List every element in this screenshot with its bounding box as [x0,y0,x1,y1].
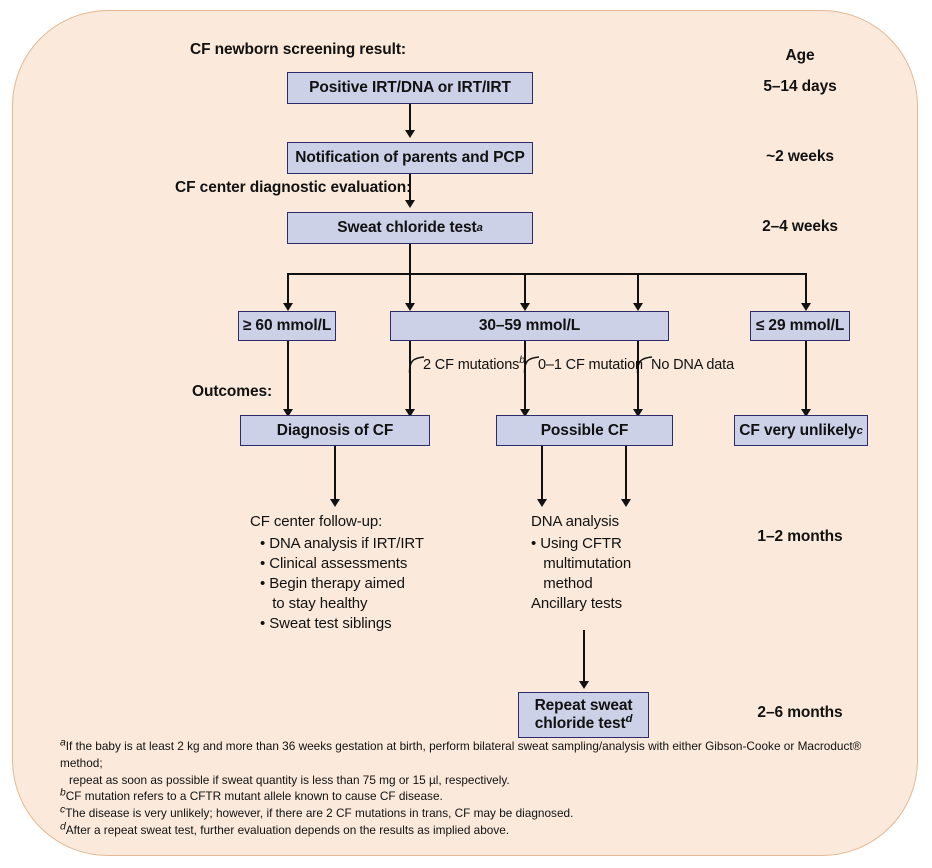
connector-possible-to-dna-right [625,446,627,503]
label-hook-nodna [636,356,653,374]
branch-label-no-dna-data: No DNA data [651,357,734,373]
connector-2mut-to-diagnosis [409,341,411,417]
followup-right-header: DNA analysis [531,513,620,530]
followup-left-item-2: • Clinical assessments [260,555,408,572]
box-possible-cf[interactable]: Possible CF [496,415,673,446]
box-diagnosis-of-cf[interactable]: Diagnosis of CF [240,415,430,446]
footnote-b-text: CF mutation refers to a CFTR mutant alle… [65,789,443,804]
arrowhead-notification-to-sweat [404,200,415,208]
box-repeat-sweat-chloride-test[interactable]: Repeat sweat chloride testd [518,692,649,738]
footnotes-block: aIf the baby is at least 2 kg and more t… [60,738,900,839]
arrowhead-dna-to-repeat-sweat [578,681,589,689]
followup-left-item-3-cont: to stay healthy [260,595,368,612]
branch-label-2-cf-mutations: 2 CF mutationsb [423,355,525,373]
arrowhead-branch-1 [282,303,293,311]
connector-ge60-to-diagnosis [287,341,289,417]
footnote-d-marker: d [60,821,66,833]
arrowhead-nodna-to-possible [632,409,643,417]
box-ge-60[interactable]: ≥ 60 mmol/L [238,311,336,341]
followup-left-header: CF center follow-up: [250,513,383,530]
connector-dna-to-repeat-sweat [583,630,585,685]
arrowhead-branch-2 [404,303,415,311]
branch-drop-1 [287,273,289,305]
arrowhead-possible-to-dna-left [536,499,547,507]
followup-left-item-1: • DNA analysis if IRT/IRT [260,535,424,552]
connector-nodna-to-possible [637,341,639,417]
footnote-c-text: The disease is very unlikely; however, i… [65,806,574,820]
footnote-d-text: After a repeat sweat test, further evalu… [65,822,510,837]
branch-drop-3 [524,273,526,305]
arrowhead-branch-5 [800,303,811,311]
footnote-a-continuation: repeat as soon as possible if sweat quan… [69,772,510,787]
followup-right-item-2: Ancillary tests [531,595,623,612]
box-repeat-sweat-line-2-text: chloride test [534,715,626,732]
arrowhead-possible-to-dna-right [620,499,631,507]
followup-right-item-1-cont2: method [531,575,593,592]
age-value-4: 1–2 months [757,528,843,545]
connector-diagnosis-to-followup [334,446,336,503]
footnote-b-marker: b [60,787,66,799]
box-30-59[interactable]: 30–59 mmol/L [390,311,669,341]
connector-01mut-to-possible [524,341,526,417]
arrowhead-01mut-to-possible [519,409,530,417]
footnote-c-marker: c [60,804,66,816]
box-positive-irt[interactable]: Positive IRT/DNA or IRT/IRT [287,72,533,104]
age-value-1: 5–14 days [763,78,837,95]
followup-left-item-3: • Begin therapy aimed [260,575,405,592]
age-value-2: ~2 weeks [766,148,834,165]
box-le-29[interactable]: ≤ 29 mmol/L [750,311,850,341]
footnote-a-marker: a [60,737,66,749]
box-repeat-sweat-line-1: Repeat sweat [534,697,633,715]
label-hook-01mut [523,356,540,374]
branch-label-0-1-cf-mutation: 0–1 CF mutation [538,357,643,373]
arrowhead-diagnosis-to-followup [329,499,340,507]
arrowhead-irt-to-notification [404,130,415,138]
connector-le29-to-unlikely [805,341,807,417]
bus-horizontal [287,273,806,275]
followup-left-item-4: • Sweat test siblings [260,615,392,632]
header-diagnostic-evaluation: CF center diagnostic evaluation: [175,179,412,196]
box-repeat-sweat-line-2: chloride testd [534,712,633,733]
footnote-marker-d-inline: d [625,712,633,725]
box-notification[interactable]: Notification of parents and PCP [287,142,533,174]
arrowhead-2mut-to-diagnosis [404,409,415,417]
box-sweat-chloride-test-label: Sweat chloride test [337,219,477,237]
branch-drop-5 [805,273,807,305]
arrowhead-ge60-to-diagnosis [282,409,293,417]
arrowhead-branch-4 [632,303,643,311]
connector-possible-to-dna-left [541,446,543,503]
branch-drop-4 [637,273,639,305]
header-screening-result: CF newborn screening result: [190,41,406,58]
branch-drop-2 [409,273,411,305]
footnote-b: bCF mutation refers to a CFTR mutant all… [60,788,900,805]
arrowhead-branch-3 [519,303,530,311]
bus-stem [409,244,411,274]
label-hook-2mut [408,356,425,374]
footnote-c: cThe disease is very unlikely; however, … [60,805,900,822]
footnote-a: aIf the baby is at least 2 kg and more t… [60,738,900,788]
age-value-5: 2–6 months [757,704,843,721]
box-cf-very-unlikely-label: CF very unlikely [739,421,857,439]
age-column-header: Age [785,47,815,64]
footnote-marker-b-inline: b [519,355,525,367]
connector-notification-to-sweat [409,174,411,202]
header-outcomes: Outcomes: [192,383,273,400]
footnote-d: dAfter a repeat sweat test, further eval… [60,822,900,839]
arrowhead-le29-to-unlikely [800,409,811,417]
footnote-a-text: If the baby is at least 2 kg and more th… [60,739,862,770]
age-value-3: 2–4 weeks [762,218,838,235]
followup-right-item-1: • Using CFTR [531,535,622,552]
followup-right-item-1-cont1: multimutation [531,555,632,572]
connector-irt-to-notification [409,104,411,132]
branch-label-2-cf-mutations-text: 2 CF mutations [423,357,520,373]
